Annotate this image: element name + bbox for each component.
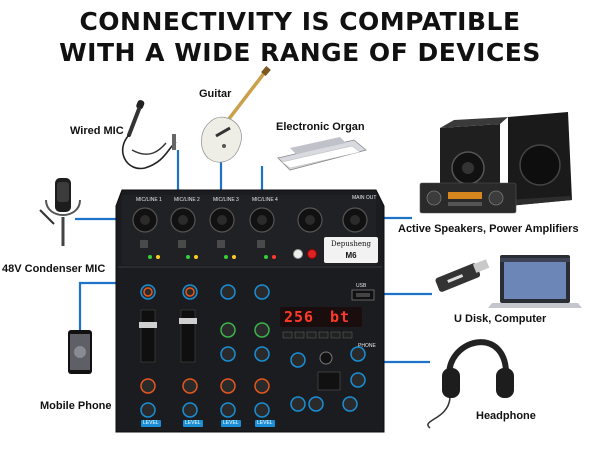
label-u-disk-computer: U Disk, Computer — [454, 313, 547, 325]
display-mode: bt — [330, 308, 351, 326]
guitar-icon — [201, 66, 271, 163]
speakers-amplifier-icon — [419, 112, 572, 214]
mixer-phone-label: PHONE — [358, 343, 376, 349]
condenser-mic-icon — [39, 178, 81, 246]
label-guitar: Guitar — [199, 88, 232, 100]
mixer-channel-4-label: MIC/LINE 4 — [252, 197, 278, 203]
mixer-model: M6 — [345, 251, 357, 260]
label-electronic-organ: Electronic Organ — [276, 121, 365, 133]
headline-line-2: WITH A WIDE RANGE OF DEVICES — [59, 38, 541, 67]
headline-line-1: CONNECTIVITY IS COMPATIBLE — [79, 7, 521, 36]
mixer-brand-plate: Depusheng M6 — [324, 237, 378, 263]
headphone-icon — [427, 339, 514, 429]
mixer-brand: Depusheng — [331, 240, 371, 248]
mobile-phone-icon — [68, 330, 92, 374]
display-number: 256 — [284, 308, 315, 326]
mixer-channel-3-label: MIC/LINE 3 — [213, 197, 239, 203]
label-headphone: Headphone — [476, 410, 536, 422]
label-condenser-mic: 48V Condenser MIC — [2, 263, 106, 275]
mixer-level-4-label: LEVEL — [255, 420, 275, 427]
fader-2-cap — [179, 318, 197, 324]
mixer-channel-2-label: MIC/LINE 2 — [174, 197, 200, 203]
wired-mic-icon — [121, 100, 177, 170]
label-mobile-phone: Mobile Phone — [40, 400, 112, 412]
mixer-level-3-label: LEVEL — [221, 420, 241, 427]
mixer-main-out-label: MAIN OUT — [352, 195, 377, 201]
mixer-level-2-label: LEVEL — [183, 420, 203, 427]
mixer-usb-label: USB — [356, 283, 367, 289]
mixer-level-1-label: LEVEL — [141, 420, 161, 427]
mixer-channel-1-label: MIC/LINE 1 — [136, 197, 162, 203]
mixer-body — [115, 189, 385, 433]
label-active-speakers: Active Speakers, Power Amplifiers — [398, 223, 579, 235]
fader-1-cap — [139, 322, 157, 328]
usb-computer-icon — [435, 255, 582, 308]
mixer-display: 256 bt — [280, 307, 362, 327]
electronic-organ-icon — [277, 137, 367, 171]
label-wired-mic: Wired MIC — [70, 125, 124, 137]
